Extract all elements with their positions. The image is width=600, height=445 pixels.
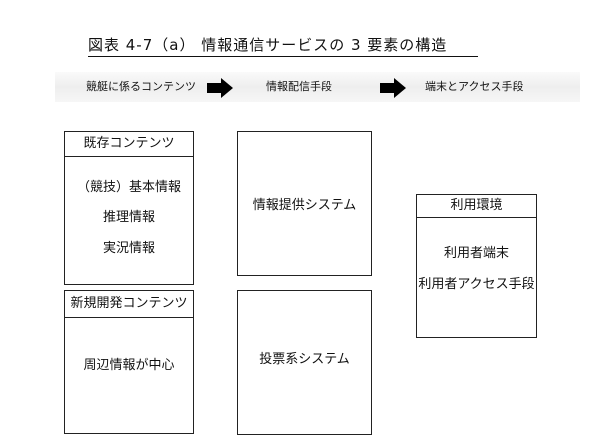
usage-env-box: 利用環境 利用者端末 利用者アクセス手段: [416, 194, 537, 338]
step-label-access: 端末とアクセス手段: [425, 80, 524, 93]
live-info-item: 実況情報: [102, 241, 155, 256]
step-label-delivery: 情報配信手段: [266, 80, 332, 93]
existing-contents-box: 既存コンテンツ （競技）基本情報 推理情報 実況情報: [64, 131, 194, 285]
basic-info-item: （競技）基本情報: [76, 180, 181, 195]
info-system-box: 情報提供システム: [237, 131, 372, 276]
arrow-right-icon: [380, 78, 406, 98]
step-label-contents: 競艇に係るコンテンツ: [86, 80, 196, 93]
user-access-item: 利用者アクセス手段: [418, 277, 535, 292]
info-system-label: 情報提供システム: [252, 198, 357, 213]
flow-band: [55, 72, 580, 102]
prediction-info-item: 推理情報: [102, 210, 155, 225]
arrow-right-icon: [207, 78, 233, 98]
existing-contents-header: 既存コンテンツ: [65, 132, 193, 157]
new-contents-header: 新規開発コンテンツ: [65, 291, 193, 318]
new-contents-body: 周辺情報が中心: [83, 358, 175, 373]
usage-env-header: 利用環境: [417, 195, 536, 218]
new-contents-box: 新規開発コンテンツ 周辺情報が中心: [64, 290, 194, 434]
figure-title: 図表 4-7（a） 情報通信サービスの 3 要素の構造: [88, 36, 478, 57]
voting-system-box: 投票系システム: [237, 290, 372, 435]
user-terminal-item: 利用者端末: [443, 246, 509, 261]
voting-system-label: 投票系システム: [259, 352, 350, 367]
